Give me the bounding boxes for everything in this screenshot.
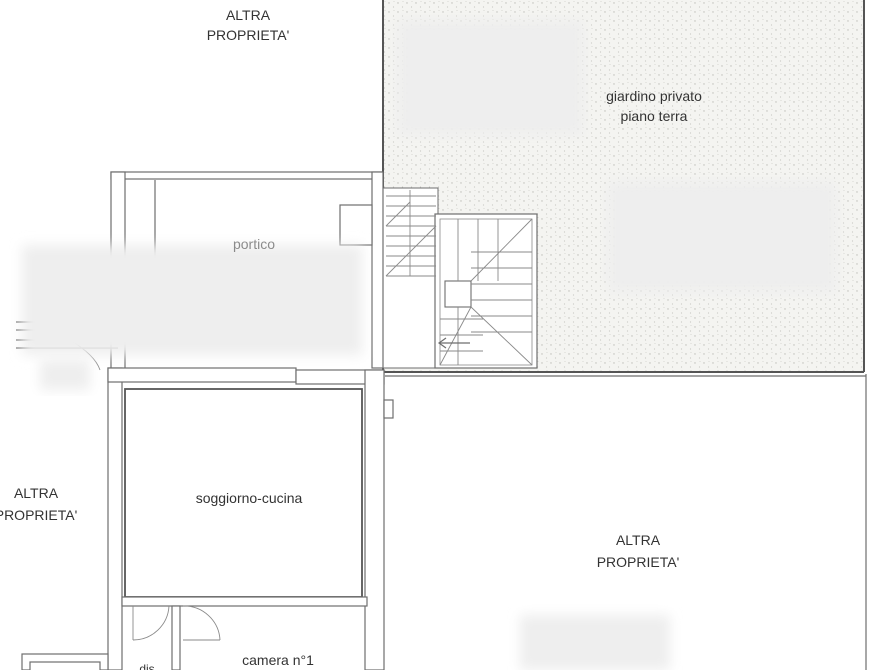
label-giardino-1: giardino privato (606, 88, 702, 104)
label-portico: portico (233, 236, 275, 252)
living-room-walls (107, 367, 394, 670)
label-giardino-2: piano terra (621, 108, 688, 124)
label-altra-right-1: ALTRA (616, 532, 661, 548)
label-altra-left-2: PROPRIETA' (0, 507, 77, 523)
blurred-areas (22, 20, 836, 670)
doors (132, 605, 221, 641)
label-soggiorno: soggiorno-cucina (196, 490, 303, 506)
label-altra-left-1: ALTRA (14, 485, 59, 501)
label-disimpegno: dis (139, 662, 154, 670)
bottom-left-box (21, 653, 109, 670)
label-camera: camera n°1 (242, 652, 314, 668)
label-altra-top-1: ALTRA (226, 7, 271, 23)
label-altra-top-2: PROPRIETA' (207, 27, 290, 43)
room-labels: ALTRA PROPRIETA' giardino privato piano … (0, 7, 702, 670)
label-altra-right-2: PROPRIETA' (597, 554, 680, 570)
staircase (382, 187, 538, 369)
right-property-boundary (385, 374, 867, 670)
